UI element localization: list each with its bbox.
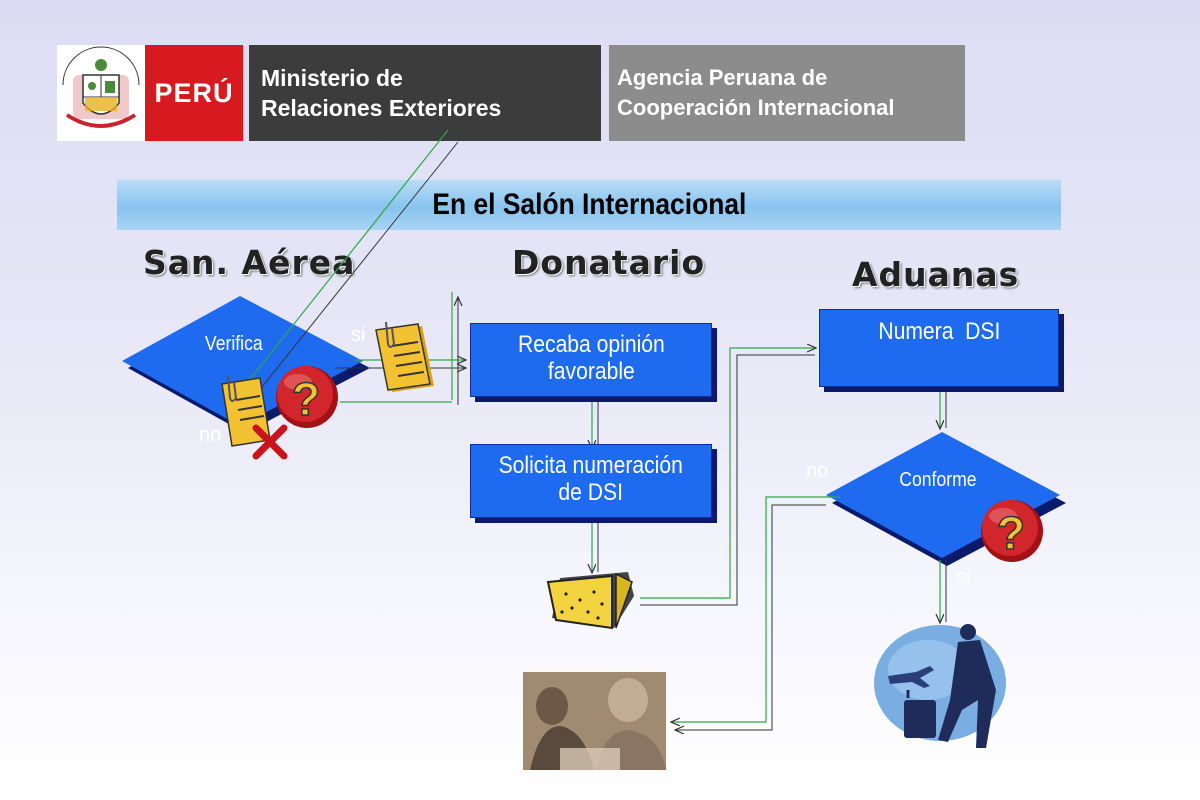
label-no-verifica: no — [199, 424, 222, 446]
svg-text:?: ? — [997, 507, 1025, 559]
traveller-clipart — [874, 624, 1006, 748]
question-mark-icon-verifica: ? — [276, 366, 338, 428]
conforme-diamond — [826, 432, 1066, 566]
diagonal-connector-1 — [231, 129, 449, 403]
red-x-icon — [252, 424, 288, 460]
ministry-line-2: Relaciones Exteriores — [261, 95, 502, 121]
lane-san-aerea: San. Aérea — [143, 243, 356, 282]
agency-line-2: Cooperación Internacional — [617, 95, 895, 120]
connector-folder-numera-dark — [640, 354, 815, 606]
diagonal-connector-2 — [241, 141, 459, 413]
verifica-diamond — [122, 296, 370, 433]
title-bar: En el Salón Internacional — [117, 180, 1061, 230]
peru-logo-box: PERÚ — [145, 45, 243, 141]
connector-folder-numera — [640, 348, 815, 599]
diagram-title: En el Salón Internacional — [432, 188, 746, 221]
agency-line-1: Agencia Peruana de — [617, 65, 828, 90]
peru-logo-text: PERÚ — [154, 77, 234, 108]
connector-no-photo-dark — [676, 504, 826, 730]
svg-text:?: ? — [292, 373, 320, 425]
label-si-verifica: si — [351, 324, 366, 346]
label-no-conforme: no — [806, 460, 829, 482]
coat-of-arms-logo — [57, 45, 145, 141]
question-mark-icon-conforme: ? — [981, 500, 1043, 562]
recaba-opinion-box: Recaba opinión favorable — [470, 323, 712, 397]
agency-logo-box: Agencia Peruana de Cooperación Internaci… — [609, 45, 965, 141]
meeting-photo — [523, 672, 666, 770]
label-si-conforme: si — [956, 566, 971, 588]
conforme-label: Conforme — [899, 469, 977, 491]
numera-dsi-box: Numera DSI — [819, 309, 1059, 387]
ministry-logo-box: Ministerio de Relaciones Exteriores — [249, 45, 601, 141]
lane-donatario: Donatario — [512, 243, 706, 282]
document-icon — [375, 321, 434, 392]
folder-icon — [546, 572, 634, 630]
verifica-label: Verifica — [204, 333, 263, 355]
ministry-line-1: Ministerio de — [261, 65, 403, 91]
connector-no-photo — [672, 496, 840, 722]
shield-icon — [62, 46, 140, 128]
solicita-numeracion-box: Solicita numeración de DSI — [470, 444, 712, 518]
lane-aduanas: Aduanas — [852, 255, 1020, 294]
